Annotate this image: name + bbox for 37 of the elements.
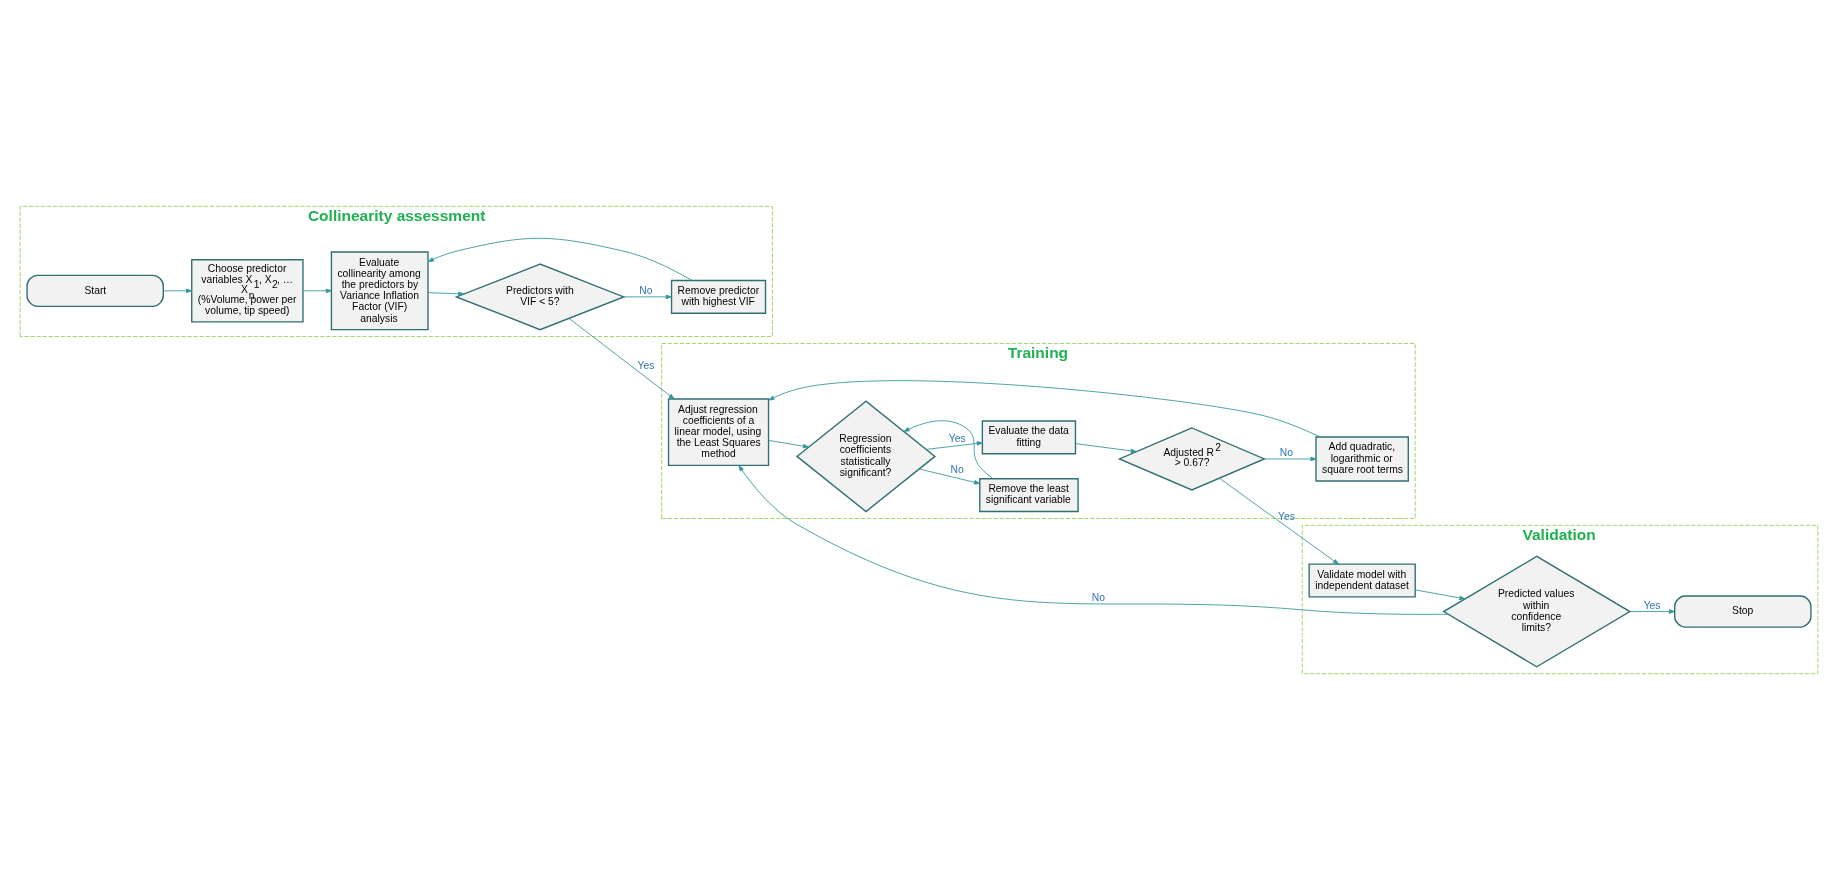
arrow	[427, 237, 693, 281]
node-box: Adjust regression coefficients of a linear model, using the Least Squares method	[667, 398, 770, 467]
arrow	[919, 468, 981, 485]
edge-label: No	[1091, 591, 1106, 603]
arrow	[738, 465, 1449, 615]
arrow	[1219, 477, 1339, 565]
edge-label: Yes	[948, 433, 966, 445]
arrow	[1075, 443, 1137, 454]
edge-label: No	[1279, 447, 1294, 459]
arrow	[903, 420, 994, 480]
arrow	[162, 288, 193, 294]
node-box: Validate model with independent dataset	[1308, 563, 1416, 598]
edge-label: Yes	[1278, 510, 1295, 522]
node-diamond: Predictors with VIF < 5?	[454, 263, 626, 331]
node-box: Evaluate collinearity among the predictors by Variance Inflation Factor (VIF) analysis	[330, 251, 429, 331]
node-diamond: Regression coefficients statistically significant?	[795, 400, 937, 513]
edge-label: No	[950, 464, 964, 476]
node-box: Add quadratic, logarithmic or square root terms	[1315, 436, 1409, 482]
node-box: Start	[26, 274, 164, 308]
arrow	[1264, 456, 1317, 462]
arrow	[623, 294, 672, 300]
arrow	[1414, 589, 1466, 601]
arrow	[926, 441, 983, 450]
arrow	[768, 440, 809, 449]
arrow	[302, 288, 332, 294]
node-box: Stop	[1674, 595, 1812, 628]
node-diamond: Predicted values within confidence limits?	[1442, 555, 1632, 668]
arrow	[568, 318, 675, 400]
edge-label: Yes	[1643, 599, 1661, 611]
node-box: Remove the least significant variable	[979, 478, 1079, 513]
arrow	[1629, 609, 1675, 614]
edge-label: No	[639, 284, 653, 296]
edge-label: Yes	[637, 359, 655, 371]
arrow	[427, 291, 465, 297]
node-box: Remove predictor with highest VIF	[670, 279, 767, 314]
node-box: Evaluate the data fitting	[981, 420, 1077, 455]
arrow	[768, 380, 1321, 438]
